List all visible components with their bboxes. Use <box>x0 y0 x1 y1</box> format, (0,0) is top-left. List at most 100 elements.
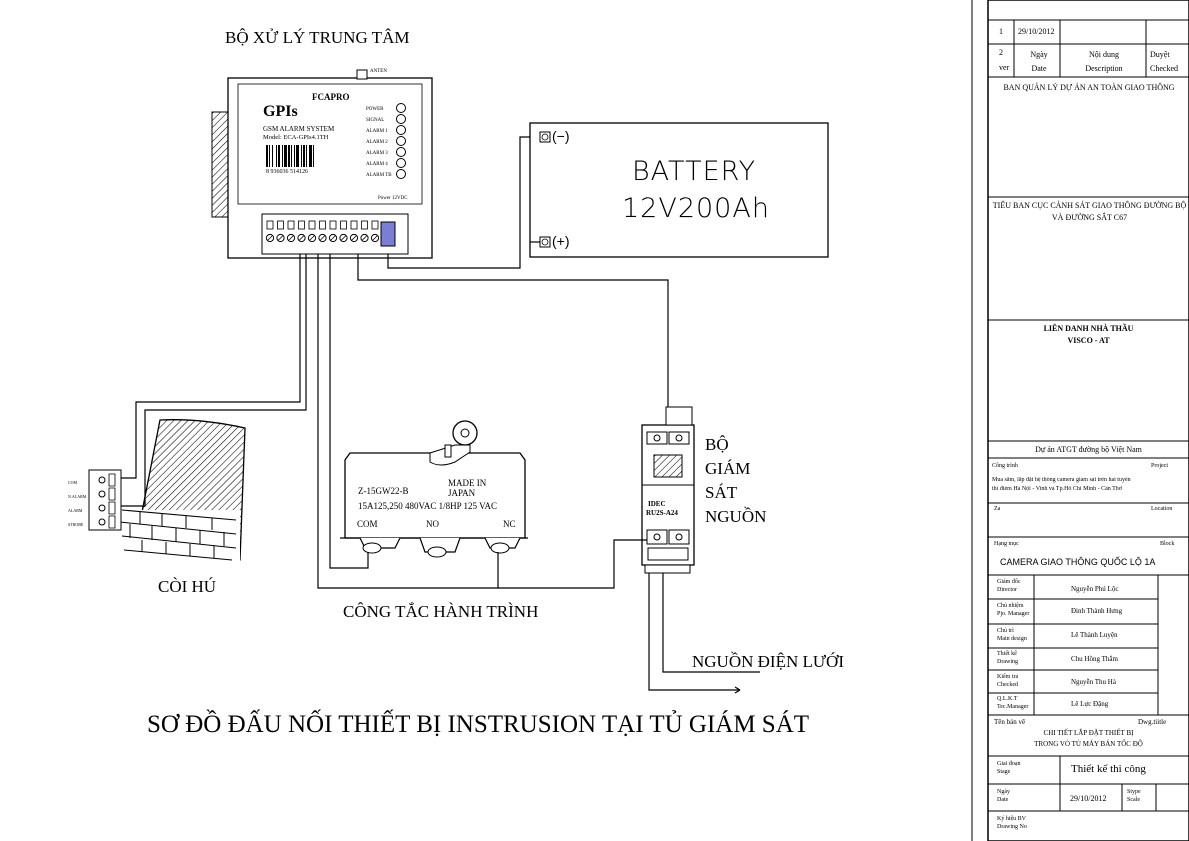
battery-unit <box>529 122 829 258</box>
power-monitor-line-3: SÁT <box>705 483 738 502</box>
work-description-2: thí điểm Hà Nội - Vinh và Tp.Hồ Chí Minh… <box>992 486 1122 492</box>
battery-pos-terminal <box>539 236 551 248</box>
manager-role: Chủ nhiệm Pjo. Manager <box>997 602 1029 618</box>
siren-label: CÒI HÚ <box>158 577 217 596</box>
led-label-power: POWER <box>366 107 384 112</box>
rev-row-1-number: 1 <box>999 27 1003 36</box>
scale-label-vn: Stype <box>1127 789 1141 795</box>
relay-model: RU2S-A24 <box>646 509 678 517</box>
stage-value: Thiết kế thi công <box>1071 763 1146 775</box>
limit-switch-label: CÔNG TẮC HÀNH TRÌNH <box>343 602 539 621</box>
terminal-screws <box>265 220 380 243</box>
drawing-role-vn: Thiết kế <box>997 651 1017 657</box>
manager-role-en: Pjo. Manager <box>997 611 1030 617</box>
dwg-title-label-vn: Tên bản vẽ <box>994 718 1026 726</box>
battery-box <box>529 122 829 258</box>
rev-checked-header-en: Checked <box>1150 64 1178 73</box>
main-design-role-en: Main design <box>997 636 1027 642</box>
led-alarm-1 <box>396 125 406 135</box>
relay-display <box>653 454 683 478</box>
director-name: Nguyễn Phú Lộc <box>1071 585 1119 593</box>
power-monitor-line-4: NGUỒN <box>705 507 767 526</box>
led-power <box>396 103 406 113</box>
led-alarm-4 <box>396 158 406 168</box>
director-role: Giám đốc Director <box>997 578 1021 594</box>
work-label-vn: Công trình <box>992 463 1018 469</box>
processor-title: BỘ XỬ LÝ TRUNG TÂM <box>225 28 410 47</box>
director-role-vn: Giám đốc <box>997 579 1021 585</box>
block-label-vn: Hạng mục <box>994 541 1019 547</box>
scale-label-en: Scale <box>1127 797 1140 803</box>
tec-manager-role: Q.L.K.T Tec.Manager <box>997 695 1028 711</box>
date-label-vn: Ngày <box>997 789 1010 795</box>
tec-manager-role-en: Tec.Manager <box>997 704 1029 710</box>
date-value: 29/10/2012 <box>1070 794 1107 803</box>
led-alarm-tb <box>396 169 406 179</box>
drawing-role-en: Drawing <box>997 659 1018 665</box>
led-label-alarm-3: ALARM 3 <box>366 151 388 156</box>
manager-name: Đinh Thành Hưng <box>1071 607 1123 615</box>
stage-label-vn: Giai đoạn <box>997 761 1021 767</box>
led-alarm-2 <box>396 136 406 146</box>
manager-role-vn: Chủ nhiệm <box>997 603 1024 609</box>
drawing-name: Chu Hồng Thắm <box>1071 655 1118 663</box>
device-power-label: Power 12VDC <box>378 196 408 201</box>
stage-label: Giai đoạn Stage <box>997 760 1021 776</box>
led-signal <box>396 114 406 124</box>
drawing-no-label-en: Drawing No <box>997 824 1027 830</box>
power-connector <box>380 221 396 247</box>
rev-description-header-vn: Nội dung <box>1089 50 1119 59</box>
relay-brand: IDEC <box>648 500 666 508</box>
wires <box>121 136 760 694</box>
antenna-stub <box>356 69 368 80</box>
drawing-role: Thiết kế Drawing <box>997 650 1018 666</box>
rev-checked-header: Duyệt Checked <box>1150 48 1188 76</box>
siren-terminal-strobe: STROBE <box>68 522 84 527</box>
main-design-role-vn: Chủ trì <box>997 628 1014 634</box>
barcode <box>266 145 314 167</box>
date-label-en: Date <box>997 797 1009 803</box>
rev-description-header-en: Description <box>1085 64 1123 73</box>
main-design-name: Lê Thành Luyện <box>1071 631 1118 639</box>
dwg-title-line-1: CHI TIẾT LẮP ĐẶT THIẾT BỊ <box>1043 729 1134 737</box>
battery-label: BATTERY <box>632 156 757 187</box>
siren-terminal-n-alarm: N.ALARM <box>68 494 87 499</box>
led-label-alarm-2: ALARM 2 <box>366 140 388 145</box>
central-processor-unit <box>211 69 433 259</box>
contractor-line-2: VISCO - AT <box>1067 336 1110 345</box>
rev-date-header: Ngày Date <box>1024 48 1054 76</box>
switch-rating: 15A125,250 480VAC 1/8HP 125 VAC <box>358 501 497 511</box>
work-description-1: Mua sắm, lắp đặt hệ thống camera giám sá… <box>992 477 1131 483</box>
led-alarm-3 <box>396 147 406 157</box>
date-label: Ngày Date <box>997 788 1010 804</box>
switch-country: JAPAN <box>448 488 476 498</box>
rev-date-header-en: Date <box>1031 64 1047 73</box>
work-label-en: Project <box>1151 463 1168 469</box>
switch-made-in: MADE IN <box>448 478 487 488</box>
location-label-en: Location <box>1151 506 1173 512</box>
title-block-frame <box>971 0 1189 841</box>
switch-nc-label: NC <box>503 519 516 529</box>
sub-owner-name: TIỂU BAN CỤC CẢNH SÁT GIAO THÔNG ĐƯỜNG B… <box>992 201 1187 222</box>
led-label-alarm-tb: ALARM TB <box>366 173 392 178</box>
main-design-role: Chủ trì Main design <box>997 627 1027 643</box>
drawing-no-label: Ký hiệu BV Drawing No <box>997 815 1027 831</box>
battery-neg-terminal <box>539 131 551 143</box>
rev-row-2-number: 2 <box>999 48 1003 57</box>
contractor-line-1: LIÊN DANH NHÀ THẦU <box>1043 324 1134 333</box>
power-monitor-line-1: BỘ <box>705 435 729 454</box>
mains-power-label: NGUỒN ĐIỆN LƯỚI <box>692 652 844 671</box>
device-brand: FCAPRO <box>312 92 350 102</box>
switch-model: Z-15GW22-B <box>358 486 409 496</box>
power-monitor-relay <box>641 406 695 574</box>
location-label-vn: Za <box>994 506 1001 512</box>
switch-no-label: NO <box>426 519 439 529</box>
device-barcode-number: 8 936036 514126 <box>266 169 308 175</box>
limit-switch-unit <box>340 420 528 558</box>
battery-rating: 12V200Ah <box>622 193 770 224</box>
siren-unit <box>88 419 246 568</box>
led-labels: POWER SIGNAL ALARM 1 ALARM 2 ALARM 3 ALA… <box>366 104 392 181</box>
block-name: CAMERA GIAO THÔNG QUỐC LỘ 1A <box>1000 557 1156 567</box>
drawing-main-title: SƠ ĐỒ ĐẤU NỐI THIẾT BỊ INSTRUSION TẠI TỦ… <box>147 711 810 738</box>
